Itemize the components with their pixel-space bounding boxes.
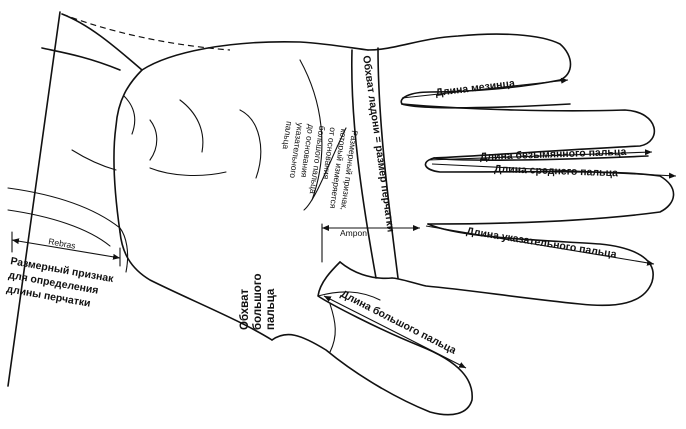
glove-length-note: Размерный признак для определения длины … (5, 255, 115, 310)
thumb-girth-label-line2: большого (252, 274, 264, 331)
middle-finger-length-label: Длина среднего пальца (494, 163, 618, 179)
measurement-lines (11, 77, 677, 369)
thumb-index-note: Размерный признак, который измеряется от… (281, 121, 360, 211)
thumb-length-label: Длина большого пальца (339, 288, 459, 357)
ring-finger-length-label: Длина безымянного пальца (480, 146, 627, 163)
hand-detail-lines (123, 59, 323, 201)
note-line7: пальца (281, 121, 295, 151)
thumb-girth-label-line1: Обхват (239, 289, 251, 330)
sleeve-outline (7, 11, 231, 387)
thumb-girth-label-line3: пальца (265, 288, 277, 330)
little-finger-length-label: Длина мезинца (435, 77, 516, 99)
thumb-girth-label: Обхват большого пальца (239, 274, 277, 331)
rebras-label: Rebras (48, 236, 77, 251)
ampon-label: Ampon (340, 228, 367, 238)
hand-outline (113, 33, 675, 416)
palm-girth-band (350, 47, 399, 279)
